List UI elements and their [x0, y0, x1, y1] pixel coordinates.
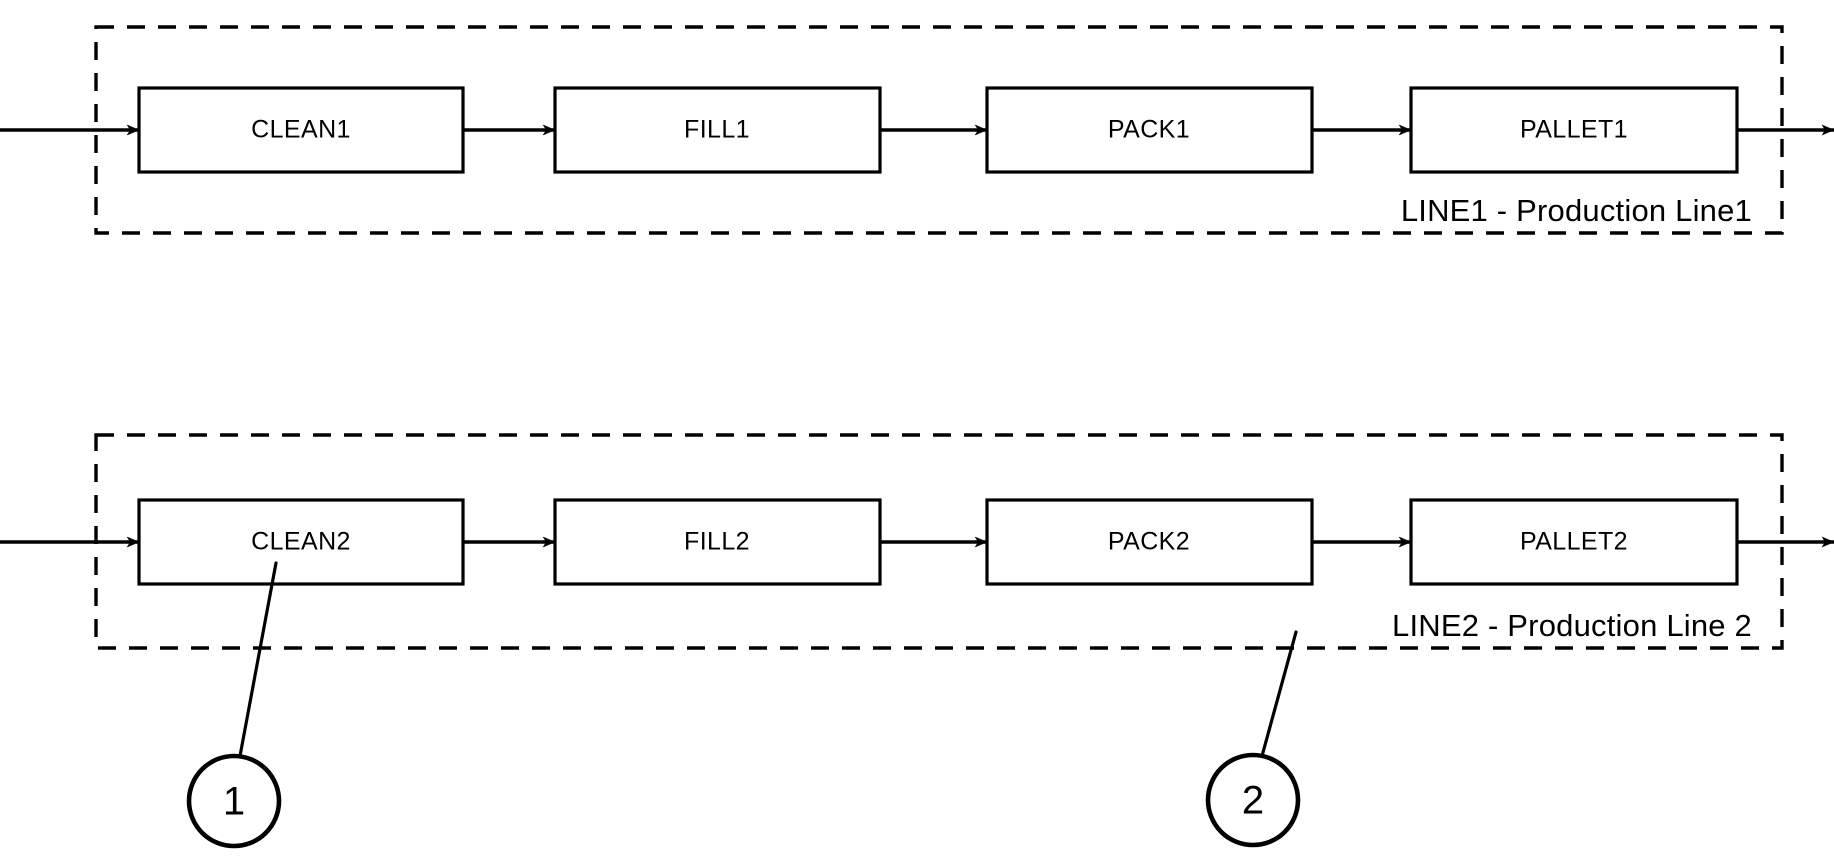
- block-pallet1-label: PALLET1: [1520, 116, 1628, 144]
- block-pack2-label: PACK2: [1108, 528, 1190, 556]
- block-pallet1-rect: [1409, 86, 1739, 174]
- block-pallet2[interactable]: PALLET2: [1409, 498, 1739, 586]
- callout-2-leader-line: [1260, 630, 1298, 758]
- line2-group-label: LINE2 - Production Line 2: [1392, 608, 1752, 643]
- callout-1[interactable]: 1: [186, 561, 282, 849]
- block-pallet2-rect: [1409, 498, 1739, 586]
- block-fill1-label: FILL1: [684, 116, 750, 144]
- line1-group-label: LINE1 - Production Line1: [1401, 193, 1752, 228]
- line1-dashed-boundary: [94, 25, 1784, 235]
- block-clean1[interactable]: CLEAN1: [137, 86, 465, 174]
- line-group-line1[interactable]: CLEAN1 FILL1 PACK1 PALLET1 LIN: [0, 25, 1834, 235]
- block-pack2-rect: [985, 498, 1314, 586]
- block-pallet1[interactable]: PALLET1: [1409, 86, 1739, 174]
- line-group-line2[interactable]: CLEAN2 FILL2 PACK2 PALLET2 LIN: [0, 433, 1834, 650]
- callout-2-circle: [1205, 752, 1301, 848]
- block-clean1-label: CLEAN1: [251, 116, 351, 144]
- block-fill2[interactable]: FILL2: [553, 498, 882, 586]
- block-fill1-rect: [553, 86, 882, 174]
- block-fill2-label: FILL2: [684, 528, 750, 556]
- callout-2[interactable]: 2: [1205, 630, 1301, 848]
- block-pallet2-label: PALLET2: [1520, 528, 1628, 556]
- block-pack1-label: PACK1: [1108, 116, 1190, 144]
- block-clean2-label: CLEAN2: [251, 528, 351, 556]
- callout-1-number: 1: [223, 780, 245, 824]
- block-pack1[interactable]: PACK1: [985, 86, 1314, 174]
- block-pack2[interactable]: PACK2: [985, 498, 1314, 586]
- block-fill2-rect: [553, 498, 882, 586]
- block-clean2-rect: [137, 498, 465, 586]
- callout-2-number: 2: [1242, 779, 1264, 823]
- callout-1-leader-line: [238, 561, 278, 758]
- block-clean2[interactable]: CLEAN2: [137, 498, 465, 586]
- block-fill1[interactable]: FILL1: [553, 86, 882, 174]
- callout-1-circle: [186, 753, 282, 849]
- block-pack1-rect: [985, 86, 1314, 174]
